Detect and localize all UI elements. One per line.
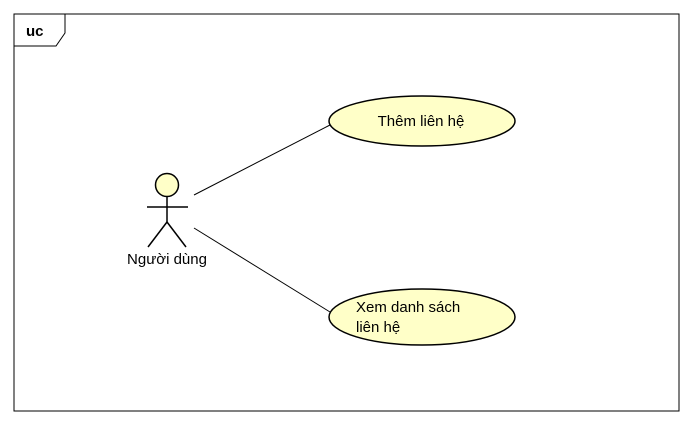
use-case-add-contact: Thêm liên hệ xyxy=(328,95,516,147)
use-case-ellipse xyxy=(328,288,516,346)
use-case-ellipse xyxy=(328,95,516,147)
use-case-view-contacts: Xem danh sách liên hệ xyxy=(328,288,516,346)
actor-user: Người dùng xyxy=(127,172,207,268)
association-line-add-contact xyxy=(193,124,331,196)
actor-name: Người dùng xyxy=(127,251,207,268)
frame-tag xyxy=(13,13,66,47)
association-line-view-contacts xyxy=(193,227,331,313)
frame-label: uc xyxy=(26,23,44,40)
actor-head xyxy=(154,172,180,198)
use-case-label: Thêm liên hệ xyxy=(378,113,465,130)
use-case-label-line-2: liên hệ xyxy=(356,319,400,336)
actor-right-leg xyxy=(166,221,187,248)
use-case-label-line-1: Xem danh sách xyxy=(356,299,460,316)
diagram-frame xyxy=(13,13,680,412)
actor-left-leg xyxy=(147,221,168,248)
